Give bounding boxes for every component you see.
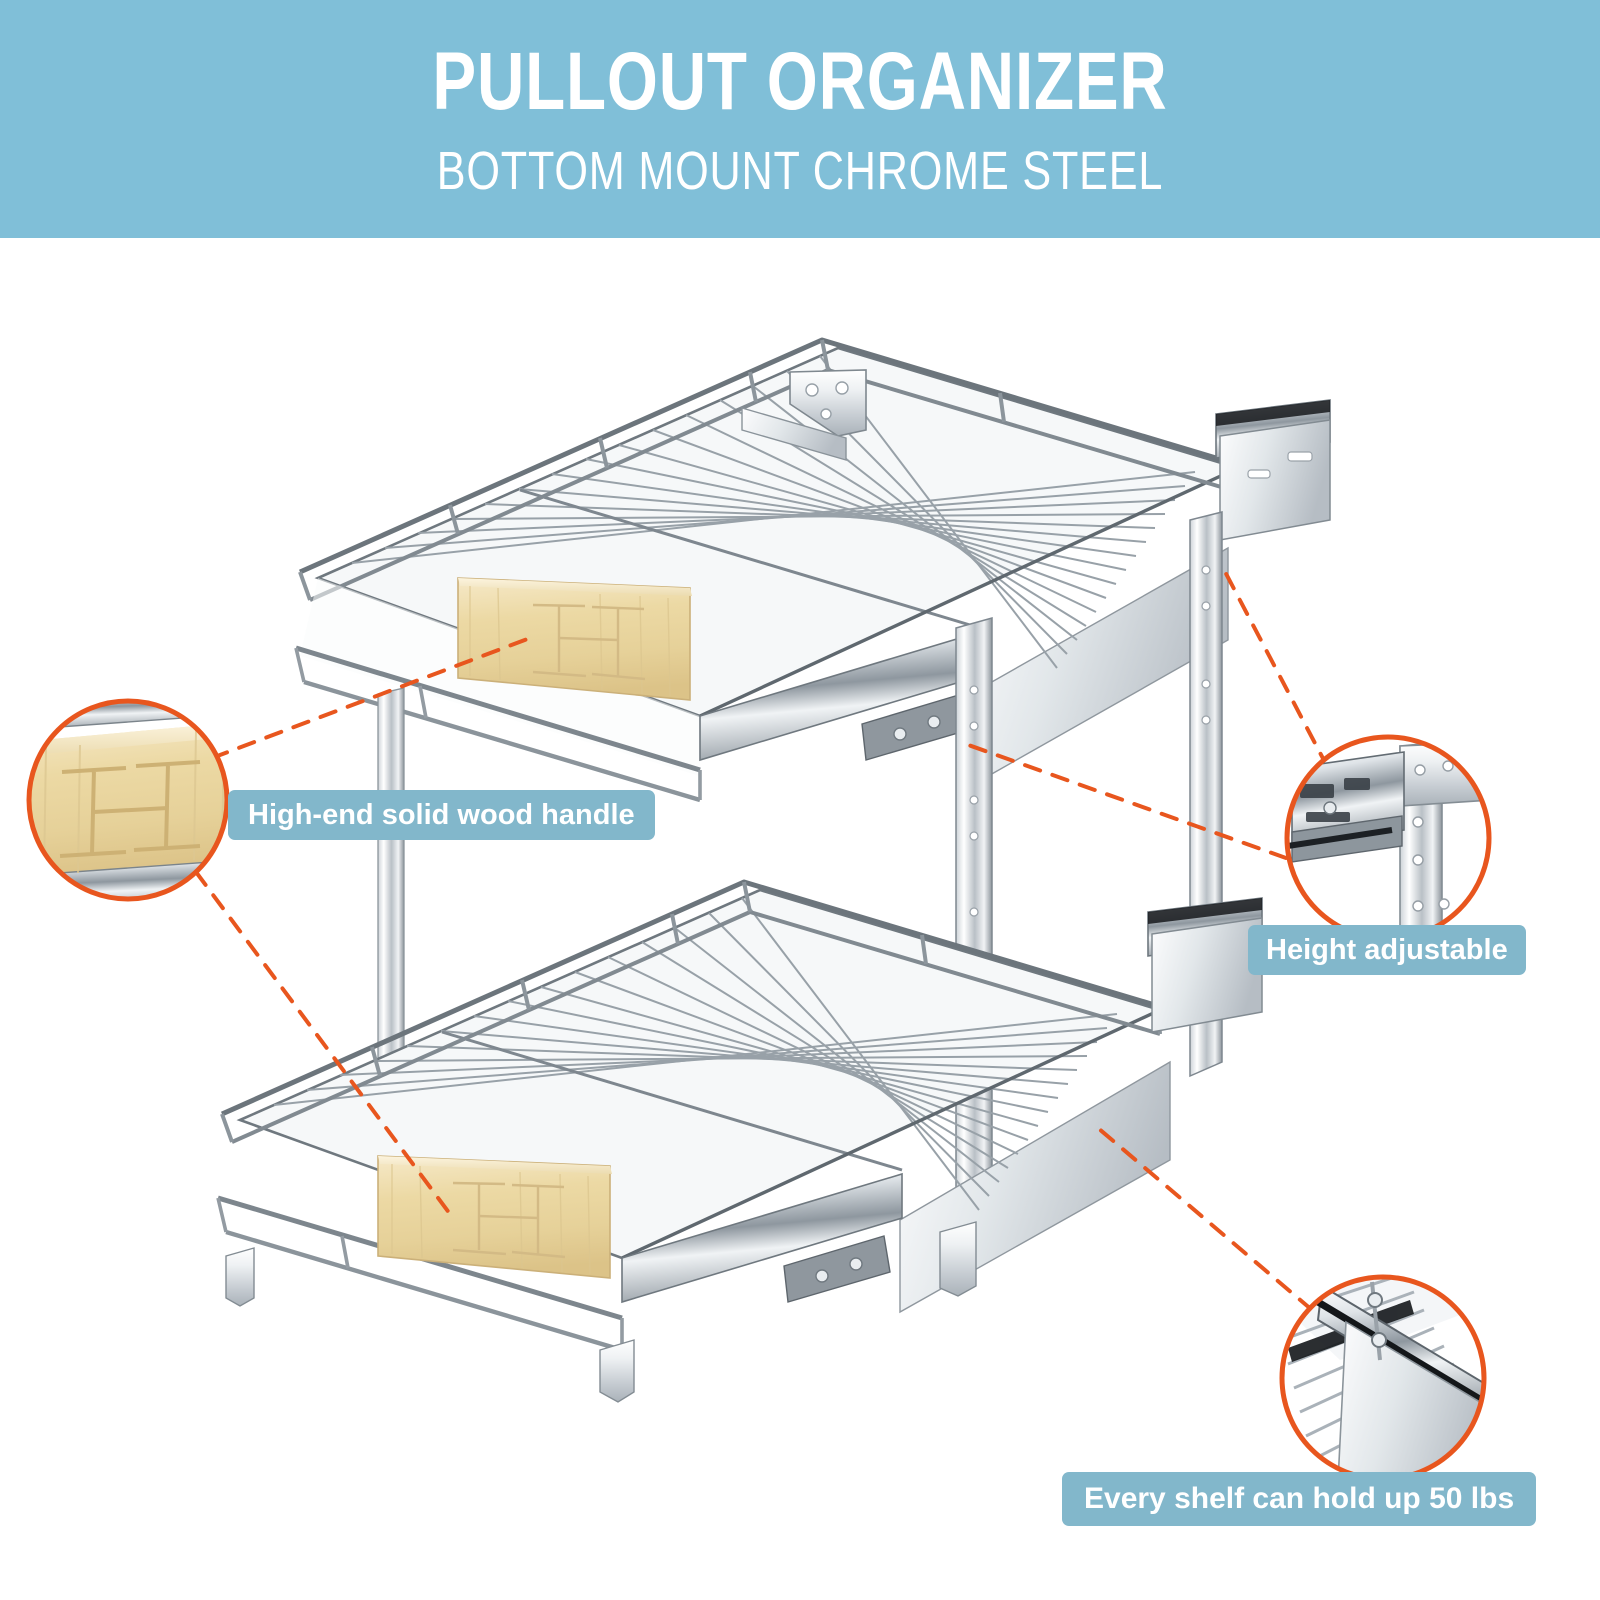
leader-height-upper (1220, 564, 1330, 770)
top-shelf-assembly (294, 337, 1331, 803)
top-shelf-front-posts (294, 647, 702, 800)
top-shelf-front-rail (295, 645, 701, 773)
post-far-right-holes (1201, 565, 1211, 725)
bottom-foot (939, 1221, 977, 1297)
page-subtitle: BOTTOM MOUNT CHROME STEEL (436, 141, 1164, 201)
bottom-handle-logo-h (452, 1181, 566, 1259)
top-shelf-slide-rail-right (1215, 399, 1331, 541)
leader-handle-bottom (194, 870, 452, 1216)
leader-lines (194, 564, 1330, 1312)
handle-logo-h (532, 603, 646, 681)
bottom-shelf-slide-rail-right (1147, 897, 1263, 1033)
bottom-shelf-front-rail-lower (225, 1229, 623, 1353)
top-shelf-front-rail-lower (303, 679, 701, 803)
callout-label-handle-text: High-end solid wood handle (248, 798, 635, 831)
bottom-shelf-mesh-wires (273, 897, 1118, 1211)
post-front-left (377, 687, 405, 1091)
top-shelf-wood-handle (457, 577, 692, 701)
callout-label-handle: High-end solid wood handle (228, 790, 655, 840)
leader-weight (1096, 1126, 1314, 1312)
post-adjust-holes (969, 685, 979, 917)
bottom-foot-left (225, 1247, 255, 1307)
callout-label-height: Height adjustable (1248, 925, 1526, 975)
callout-label-weight: Every shelf can hold up 50 lbs (1062, 1472, 1537, 1526)
page-title: PULLOUT ORGANIZER (432, 36, 1168, 127)
callout-label-height-text: Height adjustable (1266, 933, 1508, 966)
callout-circle-handle (26, 698, 230, 902)
callout-label-weight-text: Every shelf can hold up 50 lbs (1084, 1482, 1515, 1515)
leader-handle-top (210, 636, 532, 760)
bottom-shelf-slide-rail-under (621, 1172, 903, 1304)
post-main-right (955, 617, 993, 1238)
bottom-shelf-wood-handle (377, 1155, 612, 1279)
bottom-shelf-slide-mechanism (783, 1235, 891, 1303)
callout-circle-height (1284, 734, 1492, 942)
top-shelf-mount-bracket (741, 369, 867, 461)
leader-height-lower (958, 740, 1288, 860)
callout-circle-weight (1279, 1274, 1487, 1482)
bottom-shelf-assembly (216, 879, 1263, 1403)
bottom-front-tip (599, 1339, 635, 1403)
header-banner: PULLOUT ORGANIZER BOTTOM MOUNT CHROME ST… (0, 0, 1600, 238)
